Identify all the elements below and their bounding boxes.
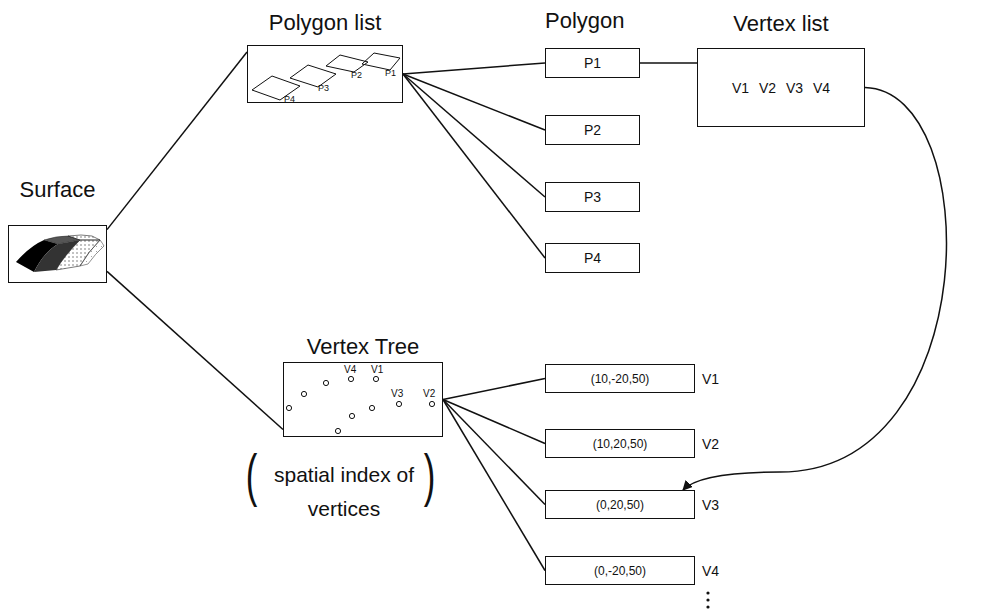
box-text: V1 V2 V3 V4 [698,49,864,126]
vertex-point [335,428,340,433]
vertex-name: V2 [702,436,719,452]
note-text: spatial index of vertices [264,458,424,525]
vertex-name: V4 [702,563,719,579]
dot [706,598,709,601]
surface-strip [80,240,104,266]
connector-line [107,52,247,230]
polygon-box: P2 [545,115,640,145]
vertex-point [429,401,434,406]
polygon-outline [290,65,336,87]
vertex-tag: V3 [391,388,403,399]
box-text: P2 [546,116,639,144]
vertex-name: V3 [702,497,719,513]
continuation-dots [706,591,709,608]
box-text: P3 [546,183,639,211]
box-text: (0,-20,50) [546,557,694,584]
polygon-tag: P3 [318,83,329,93]
box-heading: Vertex Tree [307,334,420,360]
surface-strip [68,235,100,240]
box-heading: Polygon list [269,10,382,36]
connector-line [443,400,545,444]
connector-line [403,74,545,258]
column-heading: Polygon [545,8,625,34]
connector-line [403,63,545,74]
box-text: P4 [546,244,639,272]
vertex-tag: V2 [423,388,435,399]
vertex-tree-box: Vertex Tree [283,362,443,437]
bracket: ) [424,446,436,504]
surface-illustration [16,235,104,272]
vertex-tree-points [286,376,434,433]
polygon-outline [326,55,368,72]
vertex-point [369,405,374,410]
polygon-list-illustration [252,53,400,100]
connector-arrow [683,88,946,491]
polygon-outline [362,53,400,70]
polygon-list-box: Polygon list [247,45,403,103]
vertex-name: V1 [702,371,719,387]
connector-line [443,400,545,571]
vertex-point [373,376,378,381]
box-heading: Vertex list [733,11,828,37]
polygon-box: P4 [545,243,640,273]
vertex-tag: V4 [344,364,356,375]
vertex-box: (10,-20,50)V1 [545,364,695,393]
connector-line [443,379,545,400]
connector-line [640,62,697,64]
polygon-tag: P2 [351,70,362,80]
vertex-list-box: Vertex listV1 V2 V3 V4 [697,48,865,127]
connector-line [403,74,545,197]
vertex-box: (0,-20,50)V4 [545,556,695,585]
vertex-point [323,380,328,385]
vertex-point [301,391,306,396]
vertex-box: (10,20,50)V2 [545,429,695,458]
box-text: (10,-20,50) [546,365,694,392]
vertex-box: (0,20,50)V3 [545,490,695,519]
box-heading: Surface [20,177,96,203]
vertex-tag: V1 [371,364,383,375]
polygon-box: P1 [545,48,640,78]
connector-line [443,400,545,505]
vertex-point [286,405,291,410]
dot [706,591,709,594]
box-text: (10,20,50) [546,430,694,457]
polygon-tag: P1 [385,68,396,78]
bracket: ( [246,446,258,504]
connector-line [107,271,283,429]
box-text: (0,20,50) [546,491,694,518]
vertex-point [349,413,354,418]
polygon-box: P3 [545,182,640,212]
vertex-point [348,376,353,381]
polygon-tag: P4 [284,94,295,104]
vertex-point [396,401,401,406]
surface-box: Surface [8,225,107,283]
dot [706,605,709,608]
box-text: P1 [546,49,639,77]
